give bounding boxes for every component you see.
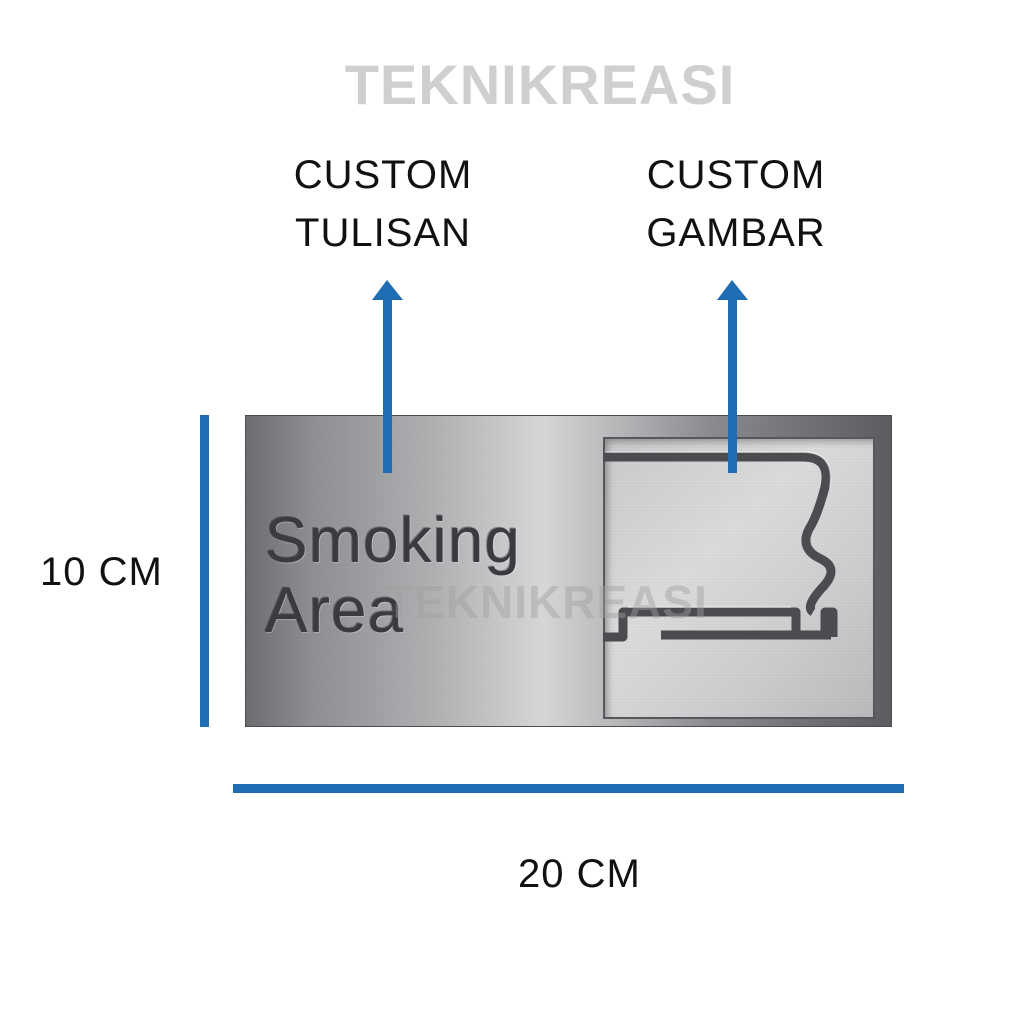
height-dimension-line [200, 415, 209, 727]
plate-watermark: TEKNIKREASI [385, 576, 708, 628]
custom-text-label: CUSTOM TULISAN [273, 146, 493, 262]
brand-watermark: TEKNIKREASI [344, 53, 736, 116]
height-dimension-label: 10 CM [40, 550, 163, 594]
custom-image-label-line2: GAMBAR [646, 211, 826, 255]
sign-text-line2: Area [265, 574, 405, 646]
custom-image-arrow-shaft [728, 297, 737, 473]
custom-text-label-line2: TULISAN [295, 211, 471, 255]
steel-sign-plate: Smoking Area TEKNIKREASI [245, 415, 892, 727]
custom-image-label-line1: CUSTOM [646, 153, 826, 197]
custom-image-arrow-head [717, 280, 748, 300]
custom-image-label: CUSTOM GAMBAR [620, 146, 852, 262]
pictogram-cutout [603, 437, 875, 719]
width-dimension-label: 20 CM [518, 852, 641, 896]
sign-text-line1: Smoking [265, 504, 521, 576]
custom-text-arrow-shaft [383, 297, 392, 473]
custom-text-arrow-head [372, 280, 403, 300]
smoking-cigarette-icon [603, 451, 838, 642]
width-dimension-line [233, 784, 904, 793]
custom-text-label-line1: CUSTOM [293, 153, 473, 197]
sign-text: Smoking Area [265, 505, 521, 645]
